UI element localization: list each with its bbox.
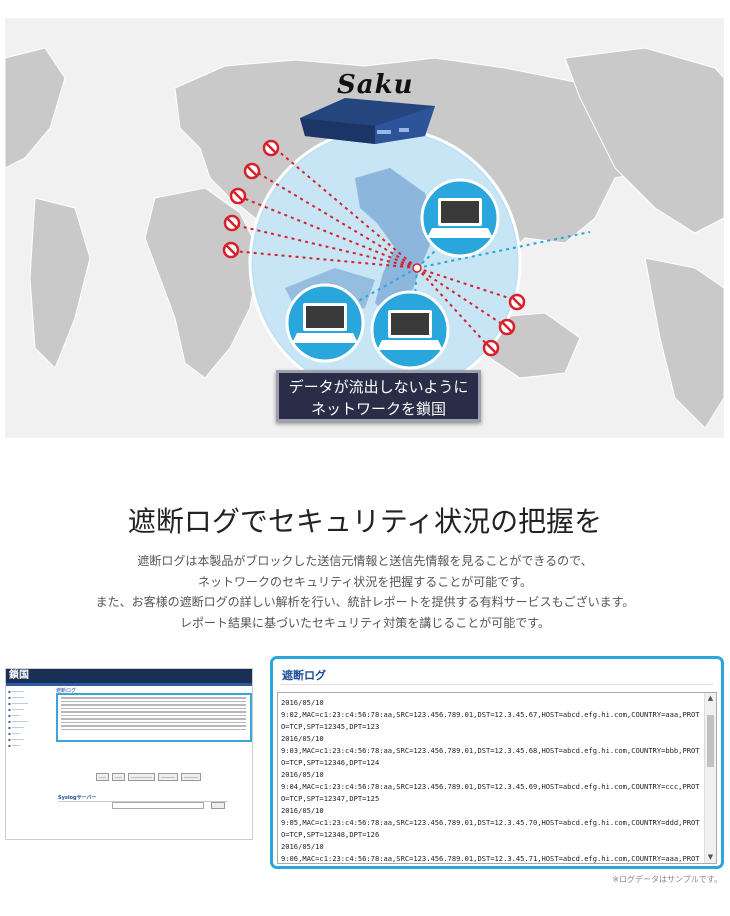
log-line: 9:05,MAC=c1:23:c4:56:78:aa,SRC=123.456.7… bbox=[281, 818, 700, 839]
log-content: 2016/05/10 9:02,MAC=c1:23:c4:56:78:aa,SRC… bbox=[281, 697, 703, 863]
mini-brand: 鎖国 bbox=[6, 669, 252, 683]
log-line: 2016/05/10 bbox=[281, 842, 324, 851]
log-line: 9:03,MAC=c1:23:c4:56:78:aa,SRC=123.456.7… bbox=[281, 746, 700, 767]
mini-sidebar: ▪ ―――▪ ―――▪ ――――▪ ―――▪ ――▪ ――――▪ ―――▪ ――… bbox=[8, 689, 28, 748]
world-map bbox=[5, 47, 724, 429]
mini-nav-bar bbox=[6, 683, 252, 686]
admin-screenshot-thumbnail: 鎖国 ▪ ―――▪ ―――▪ ――――▪ ―――▪ ――▪ ――――▪ ―――▪… bbox=[5, 668, 253, 840]
log-line: 2016/05/10 bbox=[281, 770, 324, 779]
mini-log-title: 遮断ログ bbox=[56, 688, 77, 694]
hero-caption-line2: ネットワークを鎖国 bbox=[310, 400, 446, 418]
laptop-icon bbox=[285, 178, 500, 370]
router-device bbox=[300, 98, 435, 144]
mini-divider bbox=[58, 801, 228, 802]
log-line: 9:06,MAC=c1:23:c4:56:78:aa,SRC=123.456.7… bbox=[281, 854, 700, 863]
hero-illustration: Saku データが流出しないように ネットワークを鎖国 bbox=[5, 18, 724, 438]
hero-caption-line1: データが流出しないように bbox=[288, 378, 469, 396]
product-logo: Saku bbox=[337, 70, 414, 100]
hero-caption: データが流出しないように ネットワークを鎖国 bbox=[276, 370, 481, 422]
scroll-down-icon[interactable]: ▼ bbox=[707, 853, 714, 861]
section-heading: 遮断ログでセキュリティ状況の把握を bbox=[127, 505, 603, 538]
log-panel: 遮断ログ 2016/05/10 9:02,MAC=c1:23:c4:56:78:a… bbox=[270, 656, 724, 869]
mini-buttons: ―――――――――――――――――― bbox=[96, 773, 201, 781]
description-line: また、お客様の遮断ログの詳しい解析を行い、統計レポートを提供する有料サービスもご… bbox=[95, 595, 635, 609]
mini-log-box bbox=[56, 693, 252, 742]
mini-syslog-input bbox=[112, 802, 204, 809]
mini-syslog-button bbox=[211, 802, 225, 809]
description-line: レポート結果に基づいたセキュリティ対策を講じることが可能です。 bbox=[179, 615, 551, 630]
mini-syslog-title: Syslogサーバー bbox=[58, 795, 97, 801]
log-line: 9:04,MAC=c1:23:c4:56:78:aa,SRC=123.456.7… bbox=[281, 782, 700, 803]
block-icon bbox=[222, 139, 526, 357]
section-description: 遮断ログは本製品がブロックした送信元情報と送信先情報を見ることができるので、 ネ… bbox=[0, 551, 730, 633]
log-line: 2016/05/10 bbox=[281, 806, 324, 815]
description-line: 遮断ログは本製品がブロックした送信元情報と送信先情報を見ることができるので、 bbox=[137, 554, 593, 568]
log-textarea[interactable]: 2016/05/10 9:02,MAC=c1:23:c4:56:78:aa,SRC… bbox=[277, 692, 717, 864]
sample-note: ※ログデータはサンプルです。 bbox=[612, 875, 722, 884]
log-panel-divider bbox=[281, 684, 713, 685]
scroll-up-icon[interactable]: ▲ bbox=[707, 694, 714, 702]
log-line: 2016/05/10 bbox=[281, 698, 324, 707]
scroll-thumb[interactable] bbox=[707, 715, 714, 767]
log-line: 9:02,MAC=c1:23:c4:56:78:aa,SRC=123.456.7… bbox=[281, 710, 700, 731]
log-panel-title: 遮断ログ bbox=[282, 669, 326, 682]
log-line: 2016/05/10 bbox=[281, 734, 324, 743]
description-line: ネットワークのセキュリティ状況を把握することが可能です。 bbox=[197, 574, 533, 589]
log-scrollbar[interactable]: ▲ ▼ bbox=[704, 693, 716, 863]
